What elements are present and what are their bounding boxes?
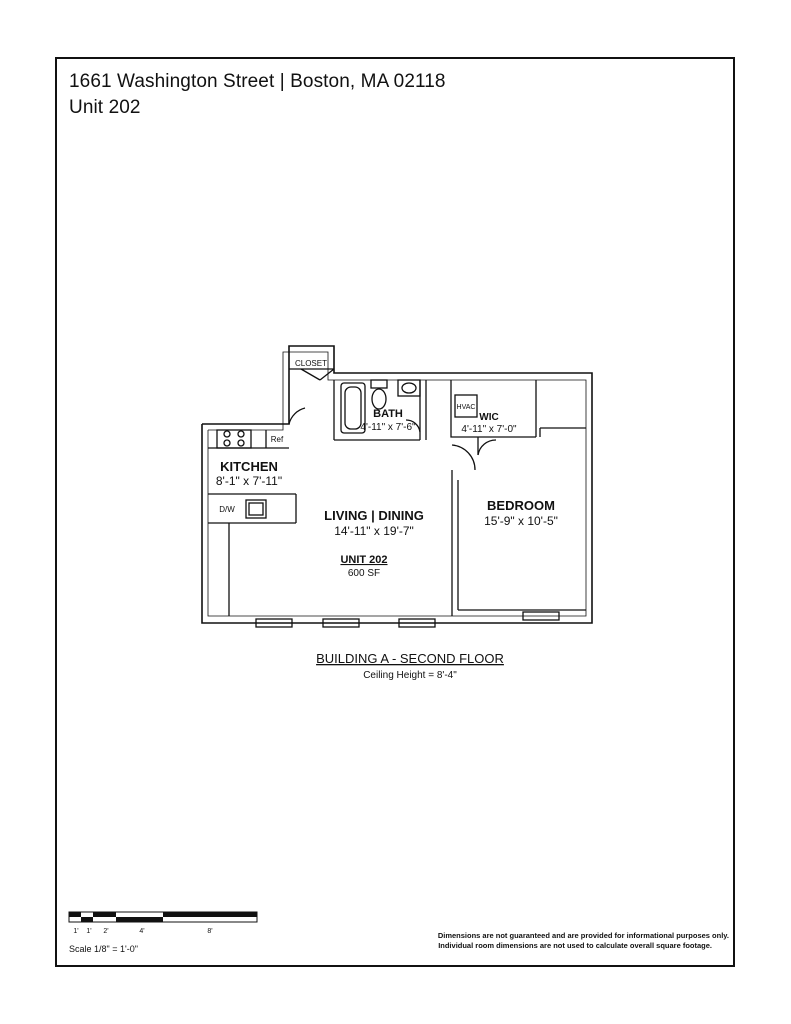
scale-label: Scale 1/8" = 1'-0" <box>69 944 138 954</box>
living-label: LIVING | DINING <box>324 508 424 523</box>
kitchen-label: KITCHEN <box>220 459 278 474</box>
unit-name: UNIT 202 <box>340 554 387 566</box>
ref-label: Ref <box>271 435 284 444</box>
closet-label: CLOSET <box>295 359 327 368</box>
scale-tick-3: 2' <box>103 928 108 935</box>
room-labels: CLOSET BATH 4'-11" x 7'-6" HVAC WIC 4'-1… <box>216 359 558 579</box>
ceiling-height: Ceiling Height = 8'-4" <box>363 670 457 681</box>
scale-tick-1: 1' <box>73 928 78 935</box>
dw-label: D/W <box>219 505 235 514</box>
scale-tick-4: 4' <box>139 928 144 935</box>
bedroom-label: BEDROOM <box>487 498 555 513</box>
disclaimer: Dimensions are not guaranteed and are pr… <box>438 931 729 950</box>
unit-title: Unit 202 <box>69 97 141 118</box>
disclaimer-line-1: Dimensions are not guaranteed and are pr… <box>438 931 729 940</box>
wic-dims: 4'-11" x 7'-0" <box>461 424 517 435</box>
page-frame <box>55 57 735 967</box>
floor-caption: BUILDING A - SECOND FLOOR Ceiling Height… <box>316 651 504 681</box>
scale-tick-2: 1' <box>86 928 91 935</box>
address-title: 1661 Washington Street | Boston, MA 0211… <box>69 71 446 92</box>
hvac-label: HVAC <box>457 404 476 411</box>
living-dims: 14'-11" x 19'-7" <box>334 524 414 538</box>
bath-label: BATH <box>373 408 403 420</box>
unit-area: 600 SF <box>348 568 380 579</box>
walls <box>201 345 593 628</box>
kitchen-dims: 8'-1" x 7'-11" <box>216 474 282 488</box>
bedroom-dims: 15'-9" x 10'-5" <box>484 514 558 528</box>
floor-title: BUILDING A - SECOND FLOOR <box>316 651 504 666</box>
disclaimer-line-2: Individual room dimensions are not used … <box>438 941 712 950</box>
scale-tick-5: 8' <box>207 928 212 935</box>
bath-dims: 4'-11" x 7'-6" <box>360 422 416 433</box>
scale-bar: 1' 1' 2' 4' 8' Scale 1/8" = 1'-0" <box>68 911 258 954</box>
wic-label: WIC <box>479 412 498 423</box>
